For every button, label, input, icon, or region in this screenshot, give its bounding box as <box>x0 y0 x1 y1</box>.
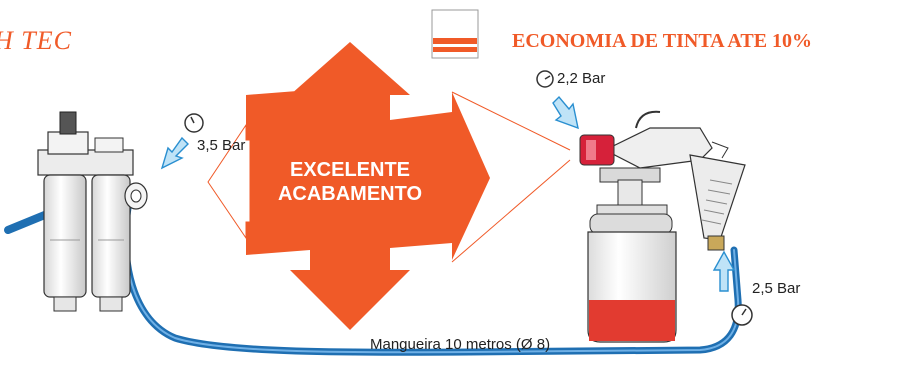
gauge-icon <box>731 304 753 326</box>
pressure-gun-cap: 2,2 Bar <box>557 70 606 87</box>
filter-regulator <box>37 111 148 312</box>
brand-title: H TEC <box>0 26 72 55</box>
pressure-filter: 3,5 Bar <box>197 137 246 154</box>
spray-gun <box>579 110 746 343</box>
center-cross-arrow <box>207 42 571 330</box>
center-label-line2: ACABAMENTO <box>277 183 423 205</box>
arrow-icon <box>712 250 736 292</box>
gauge-icon <box>184 113 204 133</box>
center-label: EXCELENTE ACABAMENTO <box>250 158 450 206</box>
hose-label: Mangueira 10 metros (Ø 8) <box>370 336 551 353</box>
paint-level <box>589 300 675 341</box>
headline: ECONOMIA DE TINTA ATE 10% <box>512 30 813 52</box>
center-label-line1: EXCELENTE <box>289 159 411 181</box>
arrow-icon <box>552 95 579 130</box>
arrow-icon <box>160 136 189 170</box>
legend-swatch <box>431 9 479 59</box>
gauge-icon <box>536 70 554 88</box>
pressure-gun-inlet: 2,5 Bar <box>752 280 801 297</box>
